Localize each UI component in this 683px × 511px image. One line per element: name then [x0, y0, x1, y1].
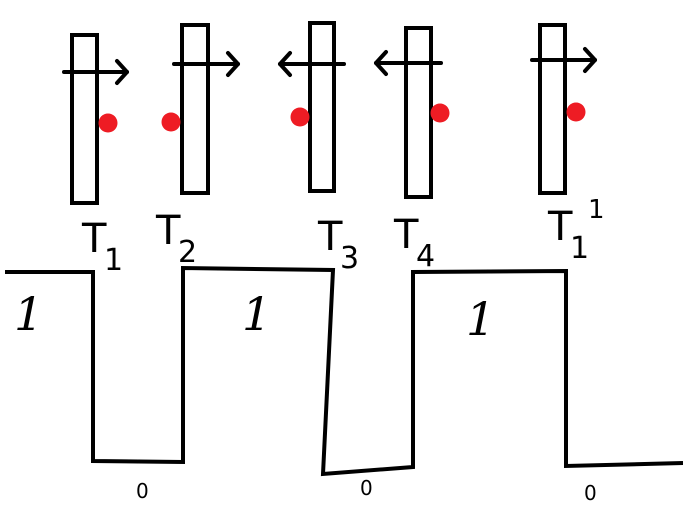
- red-dot: [430, 103, 450, 123]
- frame-bar: [308, 21, 336, 193]
- frame-2: [161, 23, 240, 195]
- time-label-sub-3: 3: [340, 241, 359, 276]
- arrow-left-icon: [278, 51, 292, 77]
- frame-3: [278, 21, 346, 193]
- frame-5: [530, 23, 597, 195]
- time-label-1: T: [81, 216, 107, 262]
- frame-bar: [538, 23, 567, 195]
- level-high-label: 1: [242, 287, 271, 341]
- level-low-label: 0: [584, 481, 597, 505]
- frame-bar: [180, 23, 210, 195]
- frame-4: [374, 26, 450, 199]
- arrow-right-icon: [115, 59, 129, 85]
- time-label-2: T: [155, 208, 181, 254]
- red-dot: [566, 102, 586, 122]
- level-high-label: 1: [14, 287, 43, 341]
- red-dot: [290, 107, 310, 127]
- level-high-label: 1: [466, 292, 495, 346]
- level-low-label: 0: [136, 479, 149, 503]
- time-label-4: T: [393, 212, 419, 258]
- frame-bar: [70, 33, 99, 205]
- red-dot: [98, 113, 118, 133]
- time-label-5: T: [547, 204, 573, 250]
- frame-bar: [404, 26, 433, 199]
- time-label-sub-1: 1: [104, 243, 123, 278]
- time-label-3: T: [317, 214, 343, 260]
- level-labels: 1 0 1 0 1 0: [14, 287, 597, 505]
- frame-1: [62, 33, 129, 205]
- arrow-left-icon: [374, 50, 388, 76]
- arrow-right-icon: [583, 47, 597, 73]
- time-label-sup-5: 1: [588, 195, 605, 225]
- wave-trace: [5, 265, 683, 477]
- level-low-label: 0: [360, 476, 373, 500]
- time-label-sub-2: 2: [178, 235, 197, 270]
- arrow-right-icon: [226, 51, 240, 77]
- time-label-sub-5: 1: [570, 231, 589, 266]
- time-label-sub-4: 4: [416, 239, 435, 274]
- square-wave: [5, 265, 683, 477]
- frames-layer: [62, 21, 597, 205]
- red-dot: [161, 112, 181, 132]
